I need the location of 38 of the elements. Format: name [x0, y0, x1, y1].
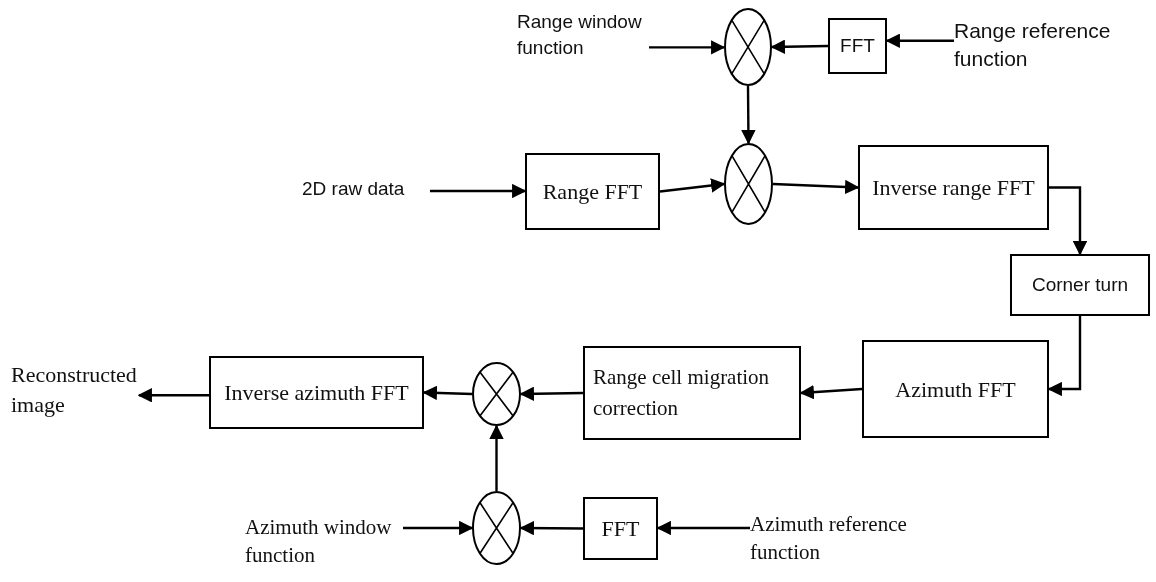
arrow: [519, 386, 584, 401]
process-box: [209, 356, 424, 429]
signal-label: Azimuth window function: [245, 513, 403, 578]
arrow: [770, 39, 829, 54]
multiplier-symbol: [472, 362, 521, 426]
arrow: [489, 424, 504, 491]
arrow: [659, 178, 726, 193]
process-box: [862, 340, 1049, 438]
arrow: [741, 86, 756, 145]
process-box: [583, 346, 801, 440]
box-label: Azimuth FFT: [894, 375, 1017, 404]
multiplier-symbol: [472, 491, 521, 565]
process-box: [1010, 254, 1150, 316]
box-label: Corner turn: [1030, 272, 1130, 297]
box-label: Inverse range FFT: [871, 174, 1036, 202]
arrow: [519, 520, 583, 536]
process-box: [525, 153, 660, 230]
arrow: [430, 183, 527, 199]
arrow: [403, 520, 474, 536]
arrow: [772, 179, 860, 195]
multiplier-symbol: [724, 8, 772, 86]
signal-label: Range window function: [517, 9, 649, 73]
box-label: Range FFT: [541, 178, 644, 206]
arrow: [649, 40, 726, 55]
signal-label: Range reference function: [954, 17, 1124, 83]
multiplier-symbol: [724, 143, 773, 225]
signal-label: 2D raw data: [302, 176, 430, 206]
process-box: [583, 497, 658, 560]
box-label: FFT: [600, 515, 641, 543]
box-label: Range cell migration correction: [592, 363, 771, 422]
box-label: Inverse azimuth FFT: [223, 379, 410, 407]
box-label: FFT: [839, 33, 876, 58]
arrow: [1049, 186, 1088, 256]
arrow: [137, 388, 209, 403]
signal-label: Azimuth reference function: [750, 510, 930, 572]
process-box: [828, 18, 887, 74]
signal-label: Reconstructed image: [11, 360, 139, 432]
process-box: [858, 145, 1049, 230]
